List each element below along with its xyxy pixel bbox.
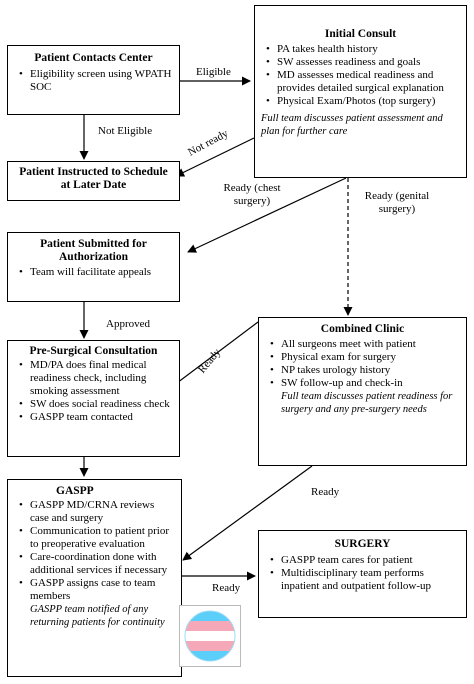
arrow-ready-chest	[187, 177, 347, 253]
combined-clinic-box: Combined Clinic All surgeons meet with p…	[258, 317, 467, 466]
gaspp-logo-text: GASPP	[197, 632, 223, 641]
label-ready-chest: Ready (chest surgery)	[223, 182, 281, 207]
initial-consult-title: Initial Consult	[324, 28, 397, 40]
list-item: SW does social readiness check	[19, 398, 173, 411]
list-item: PA takes health history	[266, 43, 460, 56]
list-item: Eligibility screen using WPATH SOC	[19, 68, 173, 94]
label-not-eligible: Not Eligible	[98, 125, 153, 137]
list-item: GASPP team cares for patient	[270, 554, 460, 567]
pre-surgical-box: Pre-Surgical Consultation MD/PA does fin…	[7, 340, 180, 457]
gaspp-note: GASPP team notified of any returning pat…	[30, 604, 165, 628]
label-ready-surgery: Ready	[212, 582, 241, 594]
gaspp-logo-graphic: GASPP	[184, 610, 236, 662]
combined-clinic-note: Full team discusses patient readiness fo…	[281, 391, 453, 415]
label-ready-genital: Ready (genital surgery)	[364, 190, 430, 215]
patient-contacts-title: Patient Contacts Center	[34, 52, 153, 64]
arrow-ready-pre	[164, 321, 259, 393]
list-item: All surgeons meet with patient	[270, 338, 460, 351]
list-item: Physical Exam/Photos (top surgery)	[266, 95, 460, 108]
list-item: GASPP MD/CRNA reviews case and surgery	[19, 499, 175, 525]
label-eligible: Eligible	[196, 66, 231, 78]
list-item: GASPP team contacted	[19, 411, 173, 424]
schedule-later-title: Patient Instructed to Schedule at Later …	[19, 166, 168, 191]
list-item: SW follow-up and check-in	[270, 377, 460, 390]
pre-surgical-title: Pre-Surgical Consultation	[29, 345, 158, 357]
label-ready-gaspp: Ready	[311, 486, 340, 498]
list-item: SW assesses readiness and goals	[266, 56, 460, 69]
gaspp-box: GASPP GASPP MD/CRNA reviews case and sur…	[7, 479, 182, 677]
combined-clinic-title: Combined Clinic	[320, 323, 405, 335]
gaspp-title: GASPP	[56, 485, 94, 497]
initial-consult-box: Initial Consult PA takes health history …	[254, 5, 467, 178]
patient-contacts-box: Patient Contacts Center Eligibility scre…	[7, 45, 180, 115]
gaspp-logo: GASPP	[179, 605, 241, 667]
list-item: MD assesses medical readiness and provid…	[266, 69, 460, 95]
list-item: NP takes urology history	[270, 364, 460, 377]
list-item: Physical exam for surgery	[270, 351, 460, 364]
arrow-not-ready	[175, 137, 255, 177]
label-approved: Approved	[106, 318, 150, 330]
authorization-title: Patient Submitted for Authorization	[40, 238, 147, 263]
schedule-later-box: Patient Instructed to Schedule at Later …	[7, 161, 180, 201]
list-item: Communication to patient prior to preope…	[19, 525, 175, 551]
surgery-title: SURGERY	[334, 538, 391, 550]
list-item: MD/PA does final medical readiness check…	[19, 359, 173, 398]
list-item: Team will facilitate appeals	[19, 266, 173, 279]
surgery-box: SURGERY GASPP team cares for patient Mul…	[258, 530, 467, 618]
list-item: GASPP assigns case to team members	[19, 577, 175, 603]
initial-consult-note: Full team discusses patient assessment a…	[261, 113, 443, 137]
arrow-ready-gaspp	[182, 465, 313, 561]
list-item: Care-coordination done with additional s…	[19, 551, 175, 577]
authorization-box: Patient Submitted for Authorization Team…	[7, 232, 180, 302]
list-item: Multidisciplinary team performs inpatien…	[270, 567, 460, 593]
